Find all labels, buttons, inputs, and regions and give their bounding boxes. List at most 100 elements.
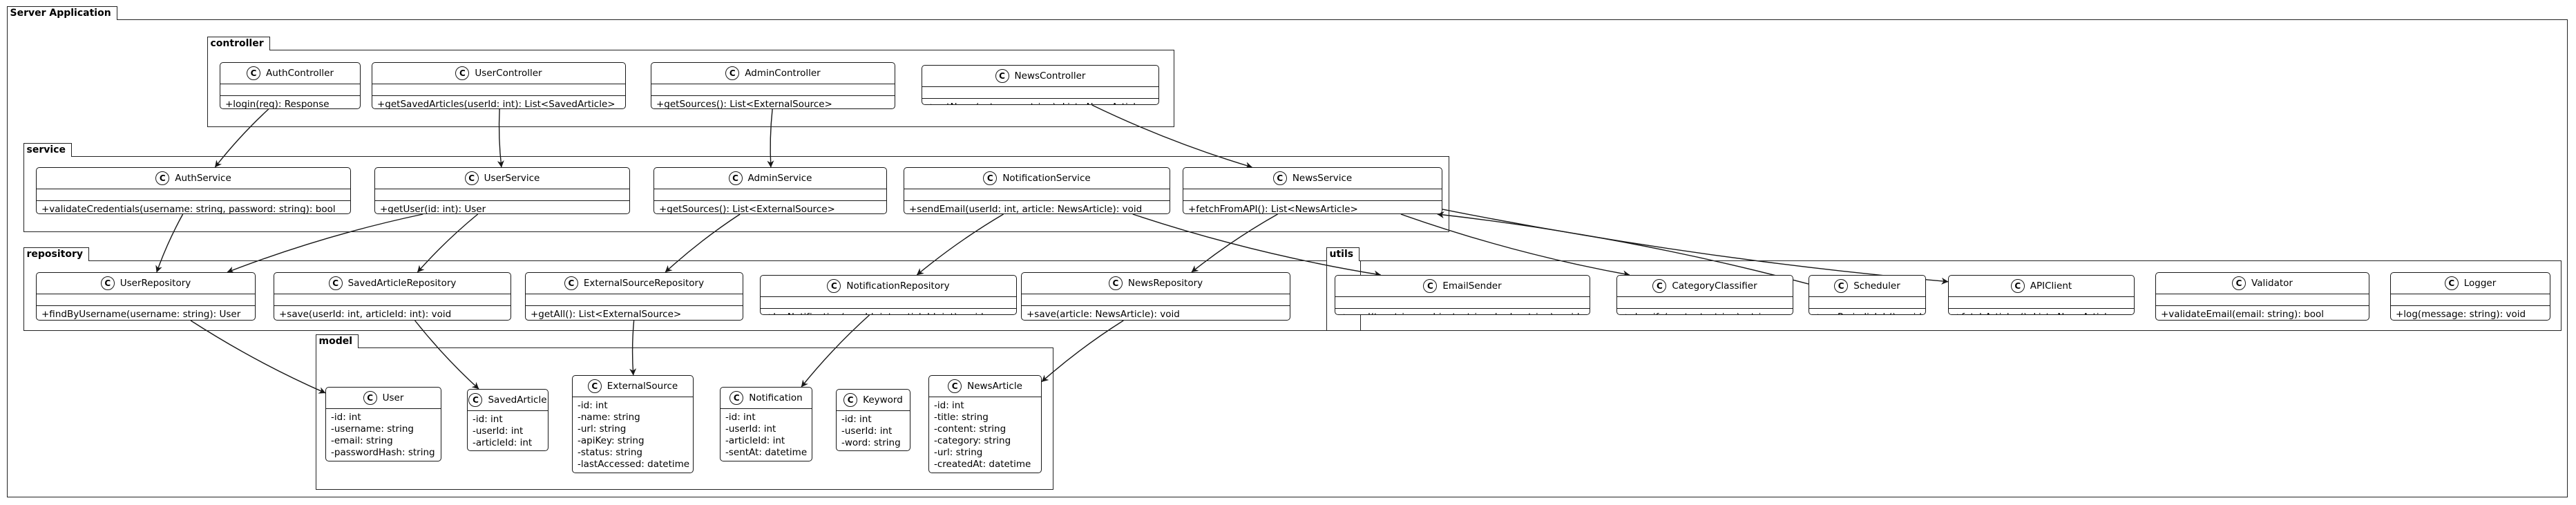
class-name: SavedArticle (488, 394, 547, 406)
class-field: -url: string (578, 423, 627, 435)
class-name: UserRepository (120, 278, 191, 289)
class-fields (651, 84, 895, 96)
class-field: -id: int (934, 400, 964, 411)
class-name: NewsController (1014, 70, 1086, 82)
class-stereotype-icon: C (328, 276, 343, 290)
class-methods: +sendEmail(userId: int, article: NewsArt… (904, 201, 1170, 213)
package-model: model (315, 334, 1053, 490)
relation-arrow-auth-controller-to-auth-service (214, 108, 269, 168)
class-method: +getUser(id: int): User (380, 204, 486, 214)
class-name: AuthController (265, 68, 334, 79)
class-methods: +save(article: NewsArticle): void+findBy… (1022, 306, 1290, 320)
class-stereotype-icon: C (725, 66, 740, 80)
class-stereotype-icon: C (729, 391, 744, 405)
class-stereotype-icon: C (2232, 276, 2246, 290)
class-method: +findByUsername(username: string): User (41, 309, 241, 320)
class-fields: -id: int-userId: int-articleId: int-sent… (721, 409, 812, 461)
class-stereotype-icon: C (827, 279, 841, 293)
package-label: controller (207, 37, 270, 50)
class-fields (654, 189, 886, 201)
class-name: AdminController (745, 68, 821, 79)
class-fields (2391, 294, 2550, 306)
class-methods: +login(req): Response+signup(req): Respo… (220, 96, 360, 108)
relation-arrow-admin-controller-to-admin-service (767, 108, 774, 168)
class-field: -email: string (331, 435, 393, 446)
class-methods: +getSources(): List<ExternalSource>+setS… (654, 201, 886, 214)
class-method: +getSources(): List<ExternalSource> (659, 204, 835, 214)
package-service: service (23, 143, 1449, 232)
class-name: UserService (484, 173, 540, 184)
class-methods: +findByUsername(username: string): User+… (37, 306, 255, 320)
relation-arrow-news-service-to-api-client (1442, 209, 1949, 285)
relation-arrow-auth-service-to-user-repository (155, 213, 184, 273)
relation-arrow-news-service-to-category-classifier (1400, 213, 1630, 278)
class-methods: +validateEmail(email: string): bool+vali… (2156, 306, 2369, 320)
class-field: -id: int (725, 412, 756, 423)
class-methods: +fetchFromAPI(): List<NewsArticle>+class… (1183, 201, 1442, 213)
class-header: C AdminController (651, 63, 895, 84)
class-methods: +fetchArticles(): List<NewsArticle> (1949, 309, 2134, 314)
class-fields: -id: int-userId: int-articleId: int (468, 411, 548, 450)
class-methods: +getNews(category: string): List<NewsArt… (922, 99, 1158, 104)
class-stereotype-icon: C (464, 171, 479, 185)
class-stereotype-icon: C (587, 379, 602, 393)
relation-arrow-notification-repository-to-notification (801, 314, 870, 388)
class-method: +log(message: string): void (2396, 309, 2526, 320)
class-fields (372, 84, 625, 96)
class-field: -title: string (934, 412, 989, 423)
relation-arrow-scheduler-to-news-service (1437, 211, 1809, 285)
package-label: model (315, 334, 359, 348)
class-stereotype-icon: C (1108, 276, 1123, 290)
class-header: C UserService (375, 168, 629, 189)
class-field: -name: string (578, 412, 640, 423)
class-methods: +runPeriodicJob(): void (1809, 309, 1925, 314)
class-fields (1617, 297, 1793, 309)
class-notification-repository[interactable]: CNotificationRepository+logNotification(… (760, 275, 1017, 315)
class-method: +runPeriodicJob(): void (1814, 312, 1922, 314)
class-stereotype-icon: C (983, 171, 998, 185)
class-fields (1335, 297, 1590, 309)
package-label: Server Application (6, 6, 117, 20)
class-methods: +getSavedArticles(userId: int): List<Sav… (372, 96, 625, 108)
class-name: NewsService (1292, 173, 1353, 184)
class-field: -id: int (578, 400, 608, 411)
class-fields (761, 297, 1016, 309)
